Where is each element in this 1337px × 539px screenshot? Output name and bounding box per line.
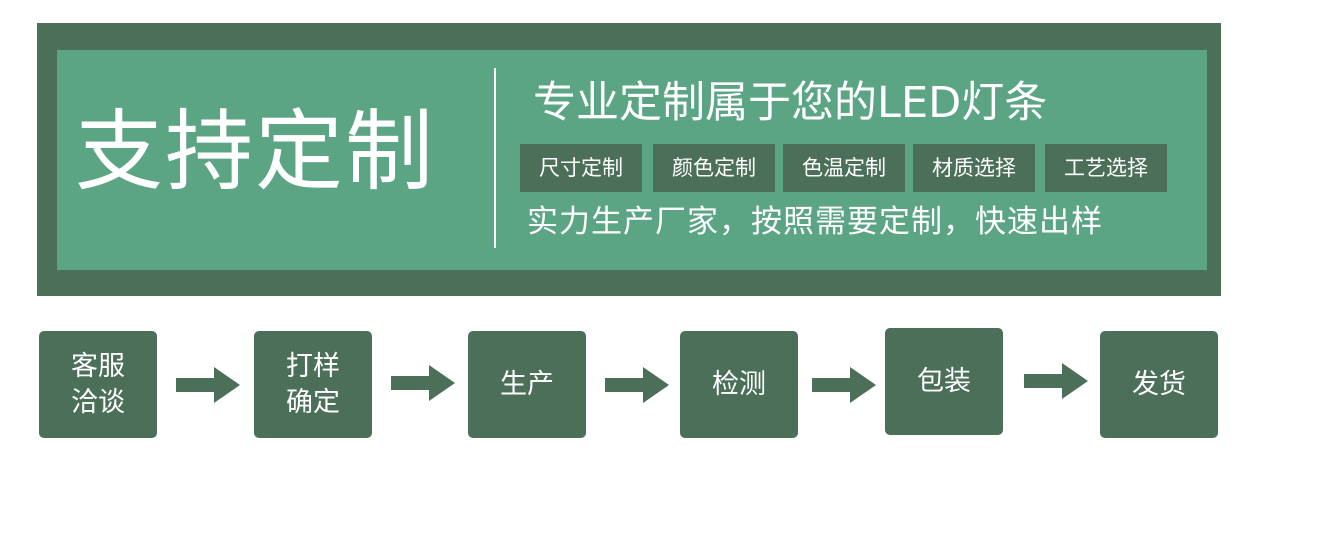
step-shipping: 发货 <box>1100 331 1218 438</box>
step-label: 生产 <box>500 368 554 400</box>
tag-material: 材质选择 <box>913 144 1035 192</box>
tag-color: 颜色定制 <box>653 144 775 192</box>
step-packaging: 包装 <box>885 328 1003 435</box>
step-production: 生产 <box>468 331 586 438</box>
arrow-right-icon <box>176 367 240 403</box>
banner-panel: 支持定制 专业定制属于您的LED灯条 尺寸定制 颜色定制 色温定制 材质选择 工… <box>57 50 1207 270</box>
banner-tagline: 实力生产厂家，按照需要定制，快速出样 <box>527 204 1103 240</box>
step-label: 客服洽谈 <box>71 350 125 418</box>
banner-title: 支持定制 <box>75 100 436 203</box>
arrow-right-icon <box>812 367 876 403</box>
tag-size: 尺寸定制 <box>520 144 642 192</box>
banner-subtitle: 专业定制属于您的LED灯条 <box>533 78 1048 128</box>
banner: 支持定制 专业定制属于您的LED灯条 尺寸定制 颜色定制 色温定制 材质选择 工… <box>37 23 1221 296</box>
arrow-right-icon <box>605 367 669 403</box>
step-label: 包装 <box>917 365 971 397</box>
step-label: 打样确定 <box>286 350 340 418</box>
banner-divider <box>494 68 496 248</box>
step-label: 检测 <box>712 368 766 400</box>
tag-craft: 工艺选择 <box>1045 144 1167 192</box>
step-inspection: 检测 <box>680 331 798 438</box>
step-sample: 打样确定 <box>254 331 372 438</box>
arrow-right-icon <box>1024 363 1088 399</box>
tag-color-temperature: 色温定制 <box>783 144 905 192</box>
step-consult: 客服洽谈 <box>39 331 157 438</box>
step-label: 发货 <box>1132 368 1186 400</box>
arrow-right-icon <box>391 365 455 401</box>
